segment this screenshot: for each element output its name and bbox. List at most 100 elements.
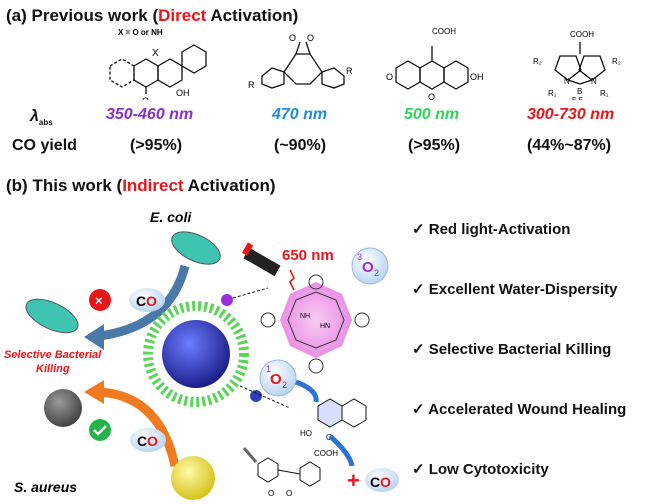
ecoli-bacterium-top [171,231,221,265]
section-b-title: (b) This work (Indirect Activation) [6,176,276,196]
o-label-3: O [286,489,292,498]
atom-r2-a: R₂ [533,57,542,66]
singlet-sub: 2 [282,380,287,390]
co-o-bottom: O [147,433,158,449]
triplet-oxygen-bubble [351,247,389,285]
release-arrow [328,434,355,467]
section-a-label: (a) [6,6,27,25]
co-bubble-top [129,288,165,312]
atom-b: B [577,87,582,96]
plus-sign: + [347,468,360,493]
bodipy-structure [554,42,606,85]
atom-f: F F [572,97,583,100]
ecoli-arrow [99,264,190,341]
co-c-product: C [370,474,380,490]
o-label-2: O [268,489,274,498]
atom-o-2: O [289,33,296,43]
co-c-bottom: C [137,433,147,449]
feature-text-3: Selective Bacterial Killing [428,341,612,358]
feature-item-5: ✓ Low Cytotoxicity [412,460,626,490]
selective-killing-line2: Killing [36,363,70,375]
hn-label: HN [320,323,330,330]
compound-4-yield: (44%~87%) [527,137,612,154]
saureus-arrowhead [84,380,104,404]
atom-r1-a: R₁ [548,89,557,98]
atom-oh-4: OH [470,72,484,82]
svg-text:×: × [95,293,103,308]
ecoli-arrowhead [84,324,104,350]
flavonol-structure [109,44,207,94]
porphyrin-structure [260,274,370,374]
linker-bead-bottom [250,390,262,402]
product-structure [242,447,321,487]
lambda-symbol: λ [30,108,39,125]
atom-o-5: O [428,92,435,100]
atom-o-3: O [307,33,314,43]
triplet-sub: 2 [374,268,379,278]
structures-row: X = O or NH X O OH O O R R COOH O O OH C… [109,27,621,100]
lambda-label: λabs [30,108,53,127]
co-bubble-bottom [130,428,166,452]
atom-oh-1: OH [176,88,190,98]
section-b-title-highlight: Indirect [122,176,184,195]
singlet-oxygen-bubble [259,359,297,397]
compound-1-lambda: 350-460 nm [106,106,194,123]
feature-item-3: ✓ Selective Bacterial Killing [412,340,626,400]
check-mark-icon: ✓ [412,401,425,418]
nanoparticle [143,301,249,407]
features-list: ✓ Red light-Activation ✓ Excellent Water… [412,220,626,490]
singlet-o: O [270,371,282,388]
check-mark-icon: ✓ [412,281,425,298]
cooh-product-label: COOH [314,449,338,458]
check-icon [89,419,111,441]
nh-label: NH [300,313,310,320]
co-bubble-product [365,468,399,492]
atom-o-4: O [386,72,393,82]
atom-n-1: N [564,77,570,86]
co-product-text: C O [370,474,391,490]
triplet-o: O [362,259,374,276]
saureus-bacterium [171,456,215,500]
atom-r-2: R [346,66,353,76]
compound-2-yield: (~90%) [274,137,327,154]
compound-3-lambda: 500 nm [404,106,460,123]
section-a-title-post: Activation) [206,6,299,25]
atom-r2-b: R₂ [612,57,621,66]
xanthene-structure [395,46,469,90]
lambda-sub: abs [38,118,53,128]
selective-killing-line1: Selective Bacterial [4,349,102,361]
feature-text-2: Excellent Water-Dispersity [428,281,618,298]
bicyclic-structure [261,41,345,89]
ho-label: HO [300,429,312,438]
linker-top [232,287,269,299]
co-yield-label: CO yield [12,137,77,154]
section-b-label: (b) [6,176,28,195]
atom-o-1: O [142,96,149,100]
section-a-title-pre: Previous work ( [31,6,159,25]
singlet-sup: 1 [266,364,271,374]
linker-bottom [239,385,291,409]
saureus-arrow [99,387,180,467]
feature-item-4: ✓ Accelerated Wound Healing [412,400,626,460]
laser-pointer-icon [241,242,281,277]
section-b-title-pre: This work ( [32,176,123,195]
compound-2-lambda: 470 nm [272,106,328,123]
check-mark-icon: ✓ [412,221,425,238]
section-b-title-post: Activation) [183,176,276,195]
check-mark-icon: ✓ [412,341,425,358]
mechanism-diagram: E. coli × C O Selective Bacterial Killin… [4,209,399,500]
section-a-title: (a) Previous work (Direct Activation) [6,6,298,26]
feature-item-1: ✓ Red light-Activation [412,220,626,280]
dead-bacterium [44,389,82,427]
ecoli-label: E. coli [150,209,192,225]
light-wave [289,269,295,291]
co-c-top: C [136,293,146,309]
co-o-product: O [380,474,391,490]
cross-icon [89,289,111,311]
atom-x: X [152,48,159,59]
feature-item-2: ✓ Excellent Water-Dispersity [412,280,626,340]
feature-text-1: Red light-Activation [428,221,571,238]
compound-3-yield: (>95%) [408,137,461,154]
triplet-sup: 3 [357,252,362,262]
atom-r-1: R [248,80,255,90]
